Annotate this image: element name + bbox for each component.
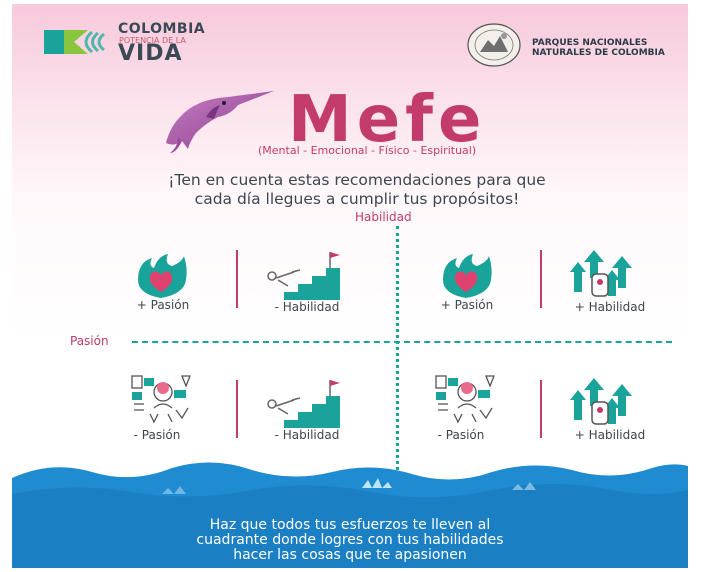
- q2-separator: [540, 250, 542, 308]
- intro-line2: cada día llegues a cumplir tus propósito…: [194, 190, 520, 208]
- potencia-label: POTENCIA DE LA: [119, 36, 186, 45]
- stairs-climb-icon: [267, 380, 340, 428]
- q3-separator: [236, 380, 238, 438]
- horizontal-axis-line: [132, 341, 672, 343]
- habilidad-axis-label: Habilidad: [355, 210, 412, 224]
- colombia-label: COLOMBIA: [118, 21, 206, 37]
- colombia-potencia-logo: [44, 30, 105, 54]
- scattered-thoughts-icon: [131, 375, 191, 424]
- parques-nacionales-label: PARQUES NACIONALES NATURALES DE COLOMBIA: [532, 38, 665, 58]
- pasion-axis-label: Pasión: [70, 334, 109, 348]
- vertical-axis-line: [396, 226, 399, 476]
- intro-line1: ¡Ten en cuenta estas recomendaciones par…: [168, 171, 546, 189]
- q1-right-label: - Habilidad: [274, 300, 340, 314]
- q3-left-label: - Pasión: [133, 428, 181, 442]
- footer-line3: hacer las cosas que te apasionen: [233, 547, 467, 563]
- intro-text: ¡Ten en cuenta estas recomendaciones par…: [92, 171, 622, 209]
- scattered-thoughts-icon: [435, 375, 495, 424]
- q3-right-label: - Habilidad: [274, 428, 340, 442]
- stairs-climb-icon: [267, 252, 340, 300]
- q1-left-label: + Pasión: [136, 298, 190, 312]
- footer-message: Haz que todos tus esfuerzos te lleven al…: [102, 518, 598, 563]
- vida-label: VIDA: [118, 41, 183, 66]
- q2-right-label: + Habilidad: [574, 300, 646, 314]
- q4-left-label: - Pasión: [437, 428, 485, 442]
- parques-line2: NATURALES DE COLOMBIA: [532, 48, 665, 58]
- footer-line2: cuadrante donde logres con tus habilidad…: [196, 532, 504, 548]
- ocean-wave-footer: [12, 462, 688, 568]
- skill-arrows-up-icon: [570, 250, 632, 297]
- skill-arrows-up-icon: [570, 378, 632, 425]
- footer-line1: Haz que todos tus esfuerzos te lleven al: [209, 517, 491, 533]
- pink-dolphin-icon: [166, 91, 274, 153]
- q4-right-label: + Habilidad: [574, 428, 646, 442]
- q4-separator: [540, 380, 542, 438]
- q1-separator: [236, 250, 238, 308]
- heart-flame-icon: [443, 254, 492, 298]
- parques-line1: PARQUES NACIONALES: [532, 38, 648, 48]
- parques-nacionales-seal: [467, 23, 521, 67]
- poster: COLOMBIA POTENCIA DE LA VIDA PARQUES NAC…: [12, 4, 688, 568]
- coral-decoration: [162, 478, 536, 494]
- mefe-title: Mefe: [288, 83, 487, 157]
- q2-left-label: + Pasión: [440, 298, 494, 312]
- heart-flame-icon: [138, 254, 187, 298]
- mefe-subtitle: (Mental - Emocional - Físico - Espiritua…: [258, 144, 477, 157]
